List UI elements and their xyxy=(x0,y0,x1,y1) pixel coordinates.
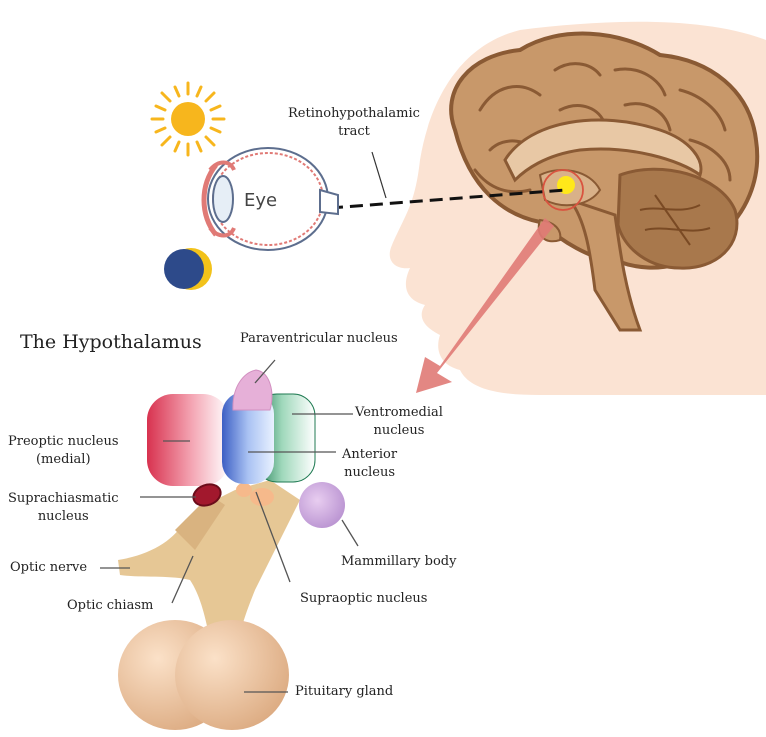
label-paraventricular: Paraventricular nucleus xyxy=(240,330,398,348)
label-preoptic-line2: (medial) xyxy=(8,451,119,469)
tract-leader xyxy=(372,152,386,198)
label-optic-chiasm: Optic chiasm xyxy=(67,597,153,615)
label-mammillary: Mammillary body xyxy=(341,553,456,571)
label-suprachiasmatic-line1: Suprachiasmatic xyxy=(8,490,119,508)
label-ventromedial-line1: Ventromedial xyxy=(355,404,443,422)
label-preoptic: Preoptic nucleus (medial) xyxy=(8,433,119,469)
paraventricular-nucleus xyxy=(233,370,272,410)
label-ventromedial-line2: nucleus xyxy=(355,422,443,440)
label-pituitary: Pituitary gland xyxy=(295,683,393,701)
preoptic-nucleus xyxy=(147,394,229,486)
moon-icon xyxy=(164,248,212,290)
tract-label: Retinohypothalamic tract xyxy=(288,105,420,141)
eye-icon: Eye xyxy=(204,148,338,250)
label-ventromedial: Ventromedial nucleus xyxy=(355,404,443,440)
hypothalamus-illustration xyxy=(118,370,345,730)
label-suprachiasmatic: Suprachiasmatic nucleus xyxy=(8,490,119,526)
eye-label: Eye xyxy=(244,190,277,211)
label-anterior-line1: Anterior xyxy=(342,446,397,464)
page-title: The Hypothalamus xyxy=(20,331,202,353)
mammillary-body xyxy=(299,482,345,528)
label-anterior-line2: nucleus xyxy=(342,464,397,482)
sun-icon xyxy=(152,83,224,155)
label-suprachiasmatic-line2: nucleus xyxy=(8,508,119,526)
label-optic-nerve: Optic nerve xyxy=(10,559,87,577)
tract-label-line1: Retinohypothalamic xyxy=(288,105,420,123)
label-anterior: Anterior nucleus xyxy=(342,446,397,482)
label-supraoptic: Supraoptic nucleus xyxy=(300,590,427,608)
tract-label-line2: tract xyxy=(288,123,420,141)
pituitary-gland xyxy=(118,620,289,730)
label-preoptic-line1: Preoptic nucleus xyxy=(8,433,119,451)
